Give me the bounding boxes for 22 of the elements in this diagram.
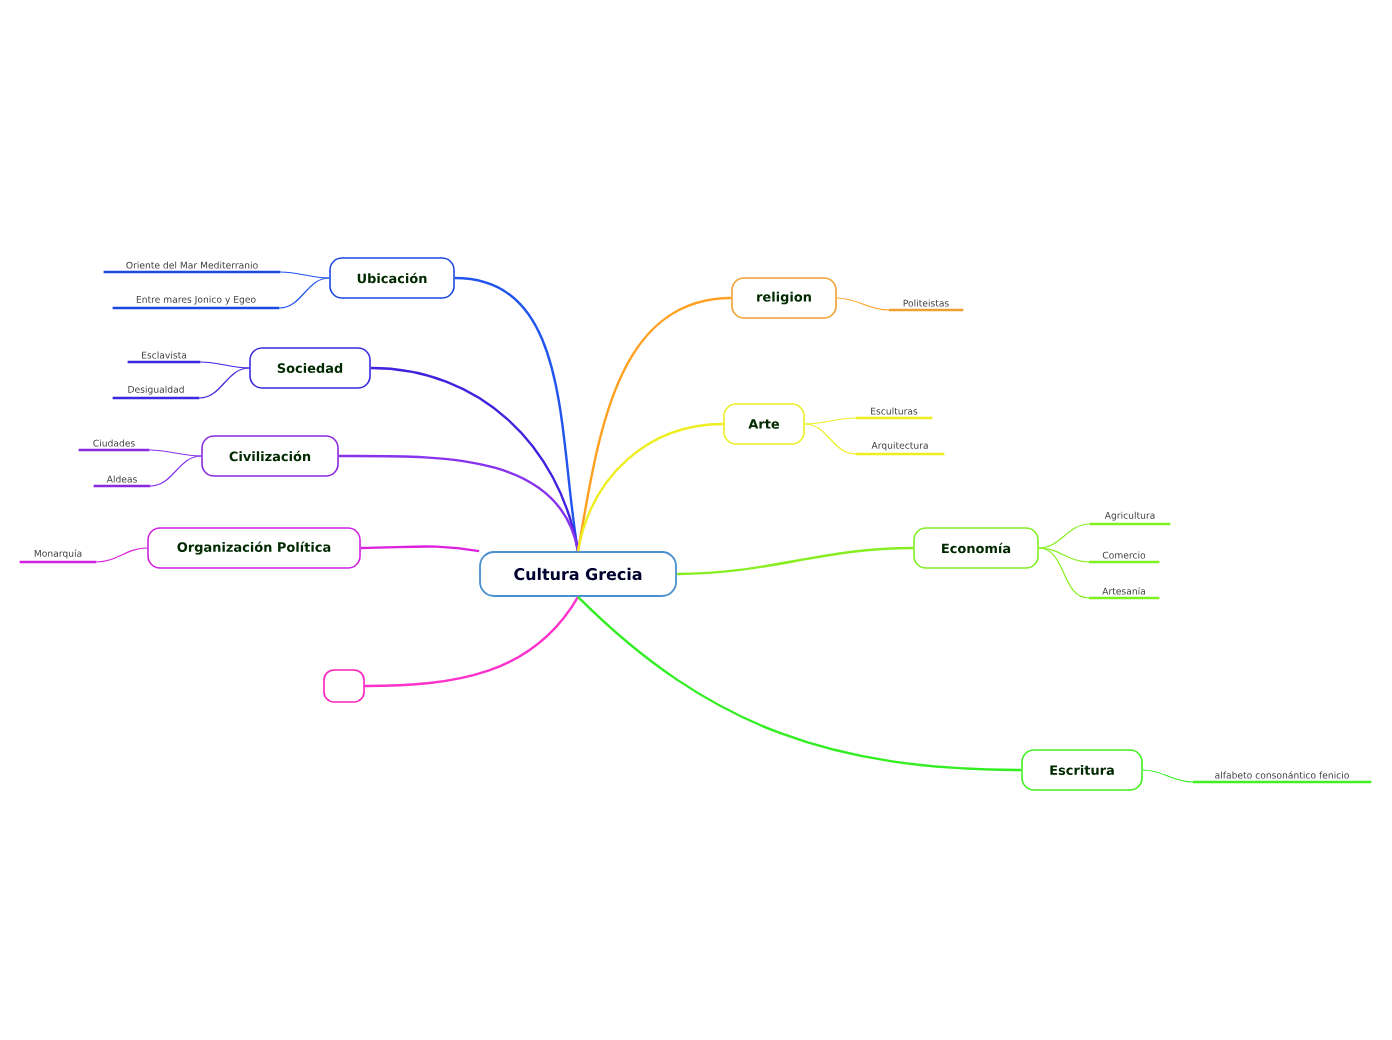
branch-line [1142, 769, 1194, 783]
branch-line [804, 417, 857, 425]
branch-line [577, 596, 1022, 772]
branch-line [364, 596, 579, 688]
branch-line [360, 545, 480, 553]
branch-line [149, 455, 202, 487]
branch-line [1038, 523, 1091, 549]
branch-line [836, 297, 890, 311]
branch-line [804, 423, 857, 455]
branch-line [1038, 547, 1090, 599]
branch-line [148, 449, 202, 457]
branch-line [278, 277, 330, 309]
branch-line [95, 547, 148, 563]
branch-line [198, 367, 250, 399]
branch-line [279, 271, 330, 279]
empty-box [323, 669, 365, 703]
branch-line [1038, 547, 1090, 563]
branch-line [576, 422, 724, 552]
branch-line [199, 361, 250, 369]
branch-line [676, 546, 914, 576]
branch-line [338, 454, 580, 552]
branch-line [576, 296, 732, 552]
